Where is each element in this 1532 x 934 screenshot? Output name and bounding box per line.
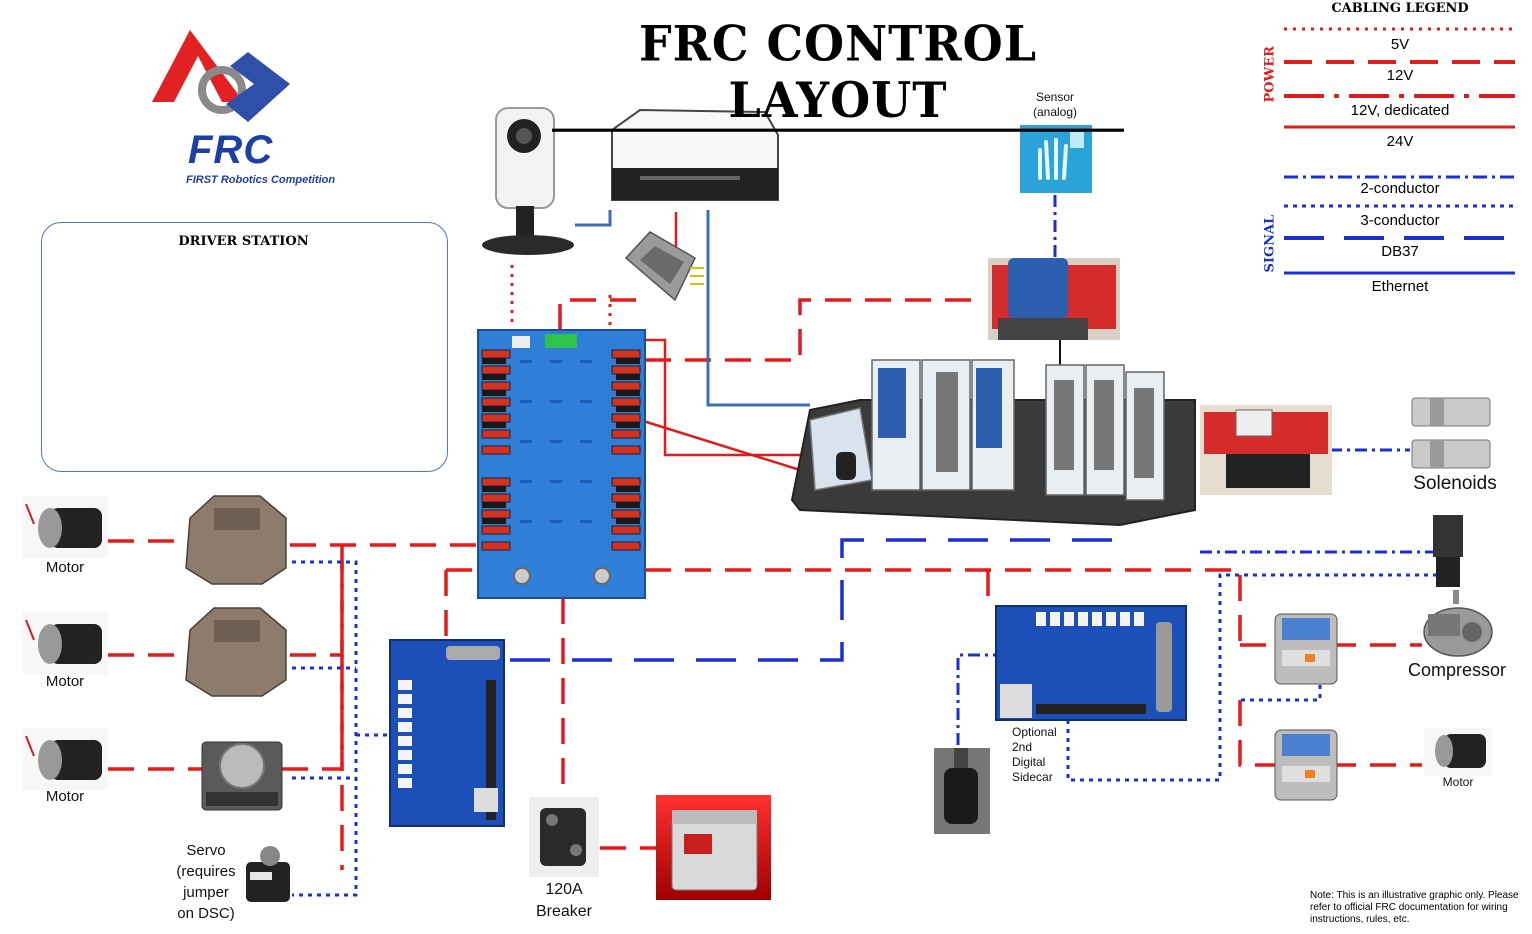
diagram-title: FRC CONTROL LAYOUT [552,15,1124,132]
gear-tooth-sensor-icon [934,748,990,834]
legend-12v-dedicated-label: 12V, dedicated [1350,102,1450,119]
sidecar-label-line4: Sidecar [1012,770,1053,784]
digital-sidecar-1 [389,639,505,827]
solenoid-breakout-board [1200,405,1332,495]
servo-label-line3: jumper [183,884,229,901]
legend-db37-label: DB37 [1381,243,1419,260]
legend-ethernet-label: Ethernet [1371,278,1429,295]
legend-2-conductor-label: 2-conductor [1360,180,1440,197]
camera-icon [482,107,574,255]
sidecar-label-line1: Optional [1012,725,1057,739]
ethernet-wires [575,210,810,407]
motor-label-4: Motor [1442,775,1474,789]
motor-label-3: Motor [45,788,85,805]
sensor-label-line1: Sensor [1035,90,1075,104]
motor-icon-2 [22,612,108,674]
servo-label-line4: on DSC) [177,905,235,922]
logo-text: FRC [188,128,274,172]
crio-controller [790,359,1196,527]
disclaimer-note: Note: This is an illustrative graphic on… [1310,890,1519,925]
legend-title: CABLING LEGEND [1331,1,1469,16]
driver-station-title: DRIVER STATION [178,234,309,249]
digital-sidecar-2 [995,605,1187,721]
motor-icon-4 [1424,728,1492,776]
compressor-label: Compressor [1407,660,1507,680]
servo-label-line2: (requires [176,863,236,880]
victor-speed-controller-2 [185,607,287,697]
driver-station-box [41,222,448,472]
jaguar-speed-controller [201,741,283,811]
motor-label-2: Motor [45,673,85,690]
solenoid-valves-icon [1411,397,1491,469]
legend-5v-label: 5V [1390,36,1410,53]
victor-speed-controller-1 [185,495,287,585]
pwm-3-conductor-wires [292,560,1440,897]
signal-2-conductor-wires [956,195,1440,745]
legend-signal-label: SIGNAL [1262,214,1278,273]
motor-label-1: Motor [45,559,85,576]
db37-wires [510,538,1112,662]
motor-icon-3 [22,728,108,790]
legend-12v-label: 12V [1386,67,1414,84]
breaker-label-line1: 120A [545,881,583,898]
spike-relay-1 [1274,613,1338,685]
wireless-bridge-icon [611,108,779,201]
battery-icon [656,795,771,900]
compressor-icon [1423,607,1493,657]
legend-lines [1284,27,1515,275]
motor-icon-1 [22,496,108,558]
analog-breakout-board [988,258,1120,340]
power-5v-wires [510,265,612,330]
sensor-label-line2: (analog) [1032,105,1078,119]
pressure-switch-icon [1433,515,1463,604]
legend-power-label: POWER [1262,46,1278,103]
solenoids-label: Solenoids [1413,473,1497,494]
servo-label-line1: Servo [186,842,226,859]
power-distribution-board [477,329,646,599]
logo-subtitle: FIRST Robotics Competition [186,174,336,186]
legend-3-conductor-label: 3-conductor [1360,212,1440,229]
servo-icon [246,846,290,902]
crio-modules [871,359,1165,501]
dc-converter-icon [624,231,704,302]
sidecar-label-line3: Digital [1012,755,1046,769]
power-12v-wires [108,298,1422,870]
sidecar-label-line2: 2nd [1012,740,1033,754]
frc-logo [152,30,290,122]
spike-relay-2 [1274,729,1338,801]
analog-sensor-icon [1020,125,1092,193]
breaker-icon [529,797,599,877]
legend-24v-label: 24V [1386,133,1414,150]
breaker-label-line2: Breaker [535,903,593,920]
wires [108,195,1440,897]
